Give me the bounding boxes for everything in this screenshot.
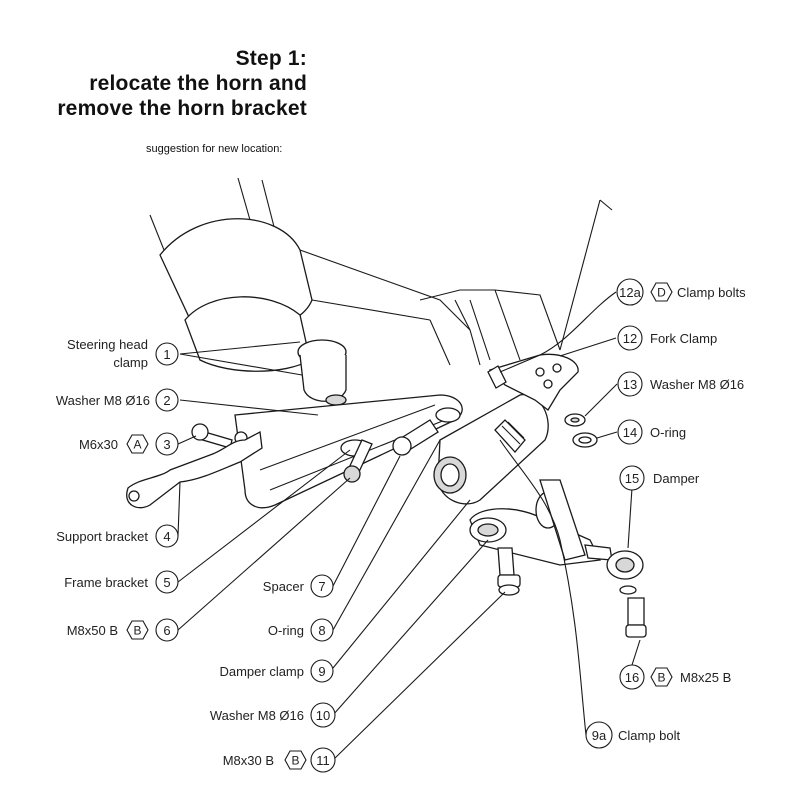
callout-2: Washer M8 Ø16 2 [56,388,179,412]
part-15-name: Damper [653,471,700,486]
part-9-number: 9 [318,664,325,679]
part-12a-code: D [657,286,666,300]
part-12-number: 12 [623,331,637,346]
callout-12a: 12a D Clamp bolts [616,278,746,306]
part-number-circle [155,618,179,642]
callout-11: M8x30 B B 11 [223,747,336,773]
callout-15: 15 Damper [619,465,700,491]
callout-4: Support bracket 4 [56,524,179,548]
part-14-name: O-ring [650,425,686,440]
part-number-circle [617,371,643,397]
hex-code-badge [284,750,307,770]
leader-lines [177,291,641,761]
callout-13: 13 Washer M8 Ø16 [617,371,744,397]
part-16-number: 16 [625,670,639,685]
part-5-name: Frame bracket [64,575,148,590]
callout-9: Damper clamp 9 [219,659,334,683]
part-9a-name: Clamp bolt [618,728,681,743]
part-8-name: O-ring [268,623,304,638]
part-number-circle [310,574,334,598]
callout-1: Steering head clamp 1 [67,337,179,370]
part-6-number: 6 [163,623,170,638]
part-2-number: 2 [163,393,170,408]
callout-16: 16 B M8x25 B [619,664,731,690]
part-9a-number: 9a [592,728,607,743]
part-number-circle [310,747,336,773]
part-12-name: Fork Clamp [650,331,717,346]
part-number-circle [616,278,644,306]
part-6-code: B [133,624,141,638]
step-title: Step 1: [235,47,307,70]
part-14-number: 14 [623,425,637,440]
part-5-number: 5 [163,575,170,590]
step-subtitle: suggestion for new location: [146,143,283,155]
part-8-number: 8 [318,623,325,638]
part-number-circle [155,388,179,412]
step-heading-line-1: relocate the horn and [89,72,307,95]
part-number-circle [310,659,334,683]
part-10-name: Washer M8 Ø16 [210,708,304,723]
part-11-code: B [291,754,299,768]
part-number-circle [617,325,643,351]
callout-7: Spacer 7 [263,574,334,598]
callout-6: M8x50 B B 6 [67,618,179,642]
part-1-name-line2: clamp [113,355,148,370]
part-11-number: 11 [316,753,330,768]
part-7-name: Spacer [263,579,305,594]
part-3-name: M6x30 [79,437,118,452]
part-4-name: Support bracket [56,529,148,544]
part-number-circle [310,702,336,728]
callout-12: 12 Fork Clamp [617,325,717,351]
part-6-name: M8x50 B [67,623,118,638]
part-number-circle [155,570,179,594]
hex-code-badge [126,620,149,640]
part-4-number: 4 [163,529,170,544]
part-12a-number: 12a [619,285,641,300]
part-number-circle [585,721,613,749]
part-15-number: 15 [625,471,639,486]
hex-code-badge [650,667,673,687]
part-9-name: Damper clamp [219,664,304,679]
part-1-name-line1: Steering head [67,337,148,352]
callout-5: Frame bracket 5 [64,570,179,594]
part-3-number: 3 [163,437,170,452]
part-number-circle [619,664,645,690]
part-number-circle [155,432,179,456]
part-number-circle [155,524,179,548]
assembly-drawing [126,177,647,638]
part-7-number: 7 [318,579,325,594]
part-1-number: 1 [163,347,170,362]
part-16-name: M8x25 B [680,670,731,685]
part-number-circle [619,465,645,491]
part-16-code: B [657,671,665,685]
hex-code-badge [126,434,149,454]
part-number-circle [617,419,643,445]
part-12a-name: Clamp bolts [677,285,746,300]
callout-9a: 9a Clamp bolt [585,721,681,749]
hex-code-badge [650,282,673,302]
callout-10: Washer M8 Ø16 10 [210,702,336,728]
part-2-name: Washer M8 Ø16 [56,393,150,408]
callout-14: 14 O-ring [617,419,686,445]
part-10-number: 10 [316,708,330,723]
callout-8: O-ring 8 [268,618,334,642]
callout-3: M6x30 A 3 [79,432,179,456]
part-11-name: M8x30 B [223,753,274,768]
part-13-name: Washer M8 Ø16 [650,377,744,392]
part-3-code: A [133,438,141,452]
part-number-circle [155,342,179,366]
step-heading-line-2: remove the horn bracket [57,97,307,120]
part-number-circle [310,618,334,642]
part-13-number: 13 [623,377,637,392]
